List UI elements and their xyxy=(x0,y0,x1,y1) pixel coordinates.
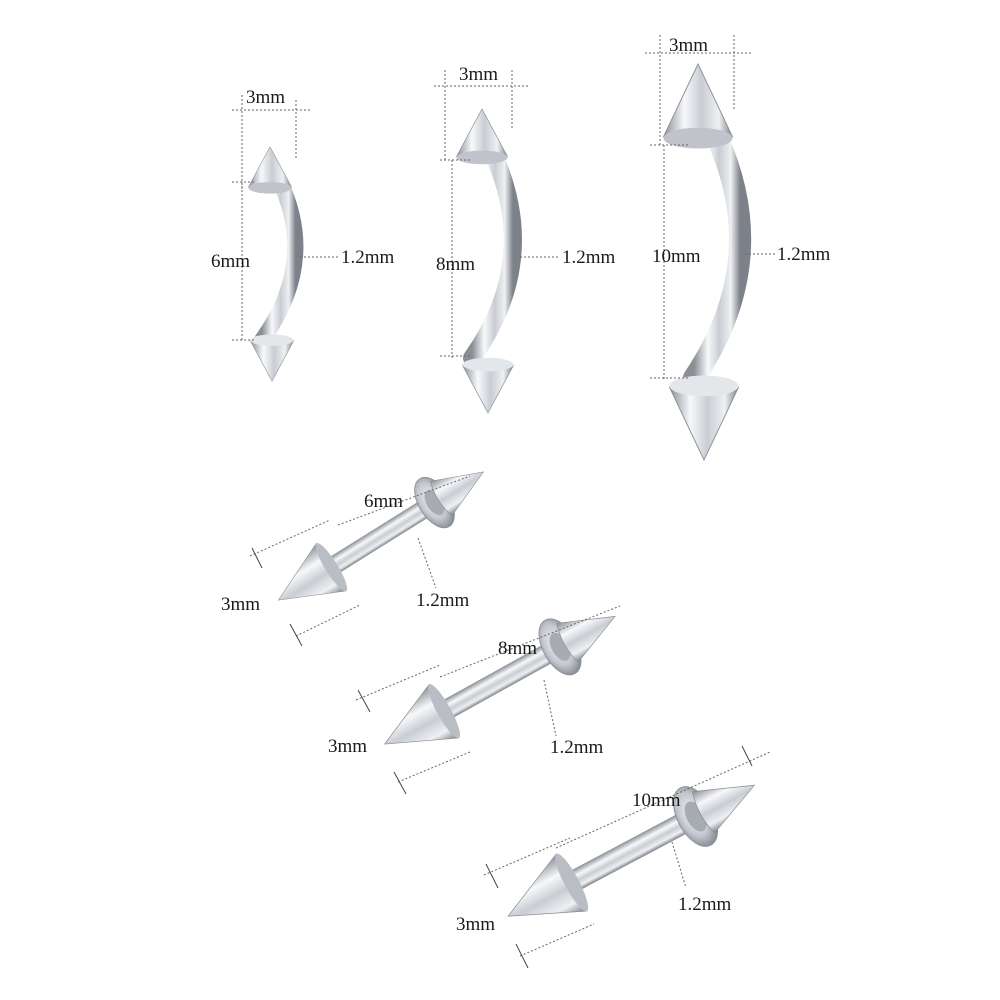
curved-3-length-label: 10mm xyxy=(652,246,701,267)
straight-1-cap-label: 3mm xyxy=(221,594,260,615)
straight-2-cap-label: 3mm xyxy=(328,736,367,757)
curved-1-length-label: 6mm xyxy=(211,251,250,272)
straight-barbell-8mm xyxy=(355,589,631,795)
curved-1-cap-label: 3mm xyxy=(246,87,285,108)
straight-2-length-label: 8mm xyxy=(498,638,537,659)
curved-2-gauge-label: 1.2mm xyxy=(562,247,616,268)
curved-2-cap-label: 3mm xyxy=(459,64,498,85)
straight-2-gauge-label: 1.2mm xyxy=(550,737,604,758)
straight-3-gauge-label: 1.2mm xyxy=(678,894,732,915)
straight-barbell-6mm xyxy=(249,447,499,647)
straight-3-cap-label: 3mm xyxy=(456,914,495,935)
curved-barbell-8mm xyxy=(434,70,560,414)
curved-1-gauge-label: 1.2mm xyxy=(341,247,395,268)
curved-3-cap-label: 3mm xyxy=(669,35,708,56)
straight-1-length-label: 6mm xyxy=(364,491,403,512)
straight-3-length-label: 10mm xyxy=(632,790,681,811)
straight-1-gauge-label: 1.2mm xyxy=(416,590,470,611)
curved-2-length-label: 8mm xyxy=(436,254,475,275)
curved-3-gauge-label: 1.2mm xyxy=(777,244,831,265)
curved-barbell-6mm xyxy=(232,95,340,382)
curved-barbell-10mm xyxy=(645,35,775,461)
straight-barbell-10mm xyxy=(483,745,771,969)
